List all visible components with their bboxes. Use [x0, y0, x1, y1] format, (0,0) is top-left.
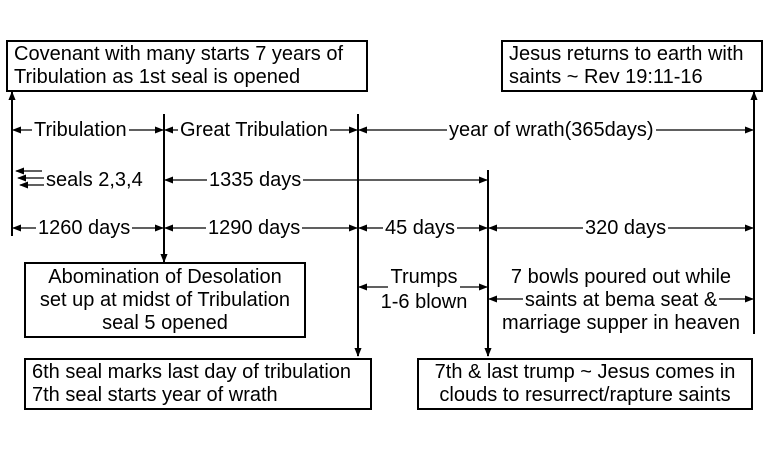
- days-320-label: 320 days: [583, 217, 669, 239]
- abomination-line-1: Abomination of Desolation: [48, 266, 282, 288]
- seals-label: seals 2,3,4: [44, 169, 145, 191]
- jesus-returns-line-1: Jesus returns to earth with: [509, 43, 744, 65]
- jesus-returns-box: Jesus returns to earth with saints ~ Rev…: [501, 40, 763, 92]
- sixth-seal-line-1: 6th seal marks last day of tribulation: [32, 361, 352, 383]
- sixth-seal-box: 6th seal marks last day of tribulation 7…: [24, 358, 372, 410]
- seventh-trump-line-2: clouds to resurrect/rapture saints: [439, 384, 731, 406]
- abomination-line-2: set up at midst of Tribulation: [39, 289, 291, 311]
- days-1290-label: 1290 days: [206, 217, 303, 239]
- covenant-box: Covenant with many starts 7 years of Tri…: [6, 40, 368, 92]
- jesus-returns-line-2: saints ~ Rev 19:11-16: [509, 66, 703, 88]
- abomination-line-3: seal 5 opened: [102, 312, 228, 334]
- great-tribulation-label: Great Tribulation: [178, 119, 330, 141]
- trumps-line-1: Trumps: [388, 266, 460, 289]
- seventh-trump-box: 7th & last trump ~ Jesus comes in clouds…: [417, 358, 753, 410]
- days-1335-label: 1335 days: [207, 169, 304, 191]
- year-of-wrath-label: year of wrath(365days): [447, 119, 656, 141]
- seventh-trump-line-1: 7th & last trump ~ Jesus comes in: [434, 361, 736, 383]
- tribulation-label: Tribulation: [32, 119, 129, 141]
- trumps-line-2: 1-6 blown: [380, 291, 468, 313]
- covenant-line-2: Tribulation as 1st seal is opened: [14, 66, 301, 88]
- bowls-line-2: saints at bema seat &: [522, 289, 720, 312]
- abomination-box: Abomination of Desolation set up at mids…: [24, 262, 306, 338]
- days-45-label: 45 days: [383, 217, 458, 239]
- days-1260-label: 1260 days: [36, 217, 133, 239]
- bowls-line-1: 7 bowls poured out while: [510, 266, 732, 288]
- sixth-seal-line-2: 7th seal starts year of wrath: [32, 384, 278, 406]
- trumps-note: Trumps 1-6 blown: [370, 266, 478, 314]
- covenant-line-1: Covenant with many starts 7 years of: [14, 43, 344, 65]
- bowls-line-3: marriage supper in heaven: [502, 312, 740, 334]
- bowls-note: 7 bowls poured out while saints at bema …: [489, 266, 753, 335]
